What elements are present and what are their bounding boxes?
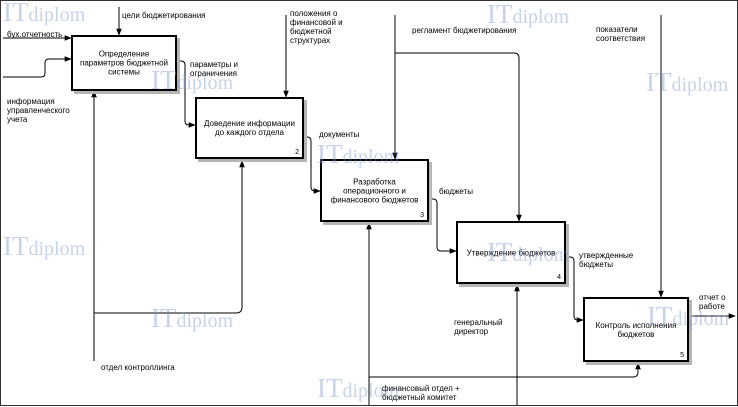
- label-buh-otchetnost: бух.отчетность: [7, 30, 63, 39]
- activity-box-3: Разработка операционного и финансового б…: [320, 159, 429, 222]
- label-reglament: регламент бюджетирования: [412, 26, 517, 35]
- label-finotdel: финансовый отдел + бюджетный комитет: [382, 384, 460, 402]
- label-parametry: параметры и ограничения: [190, 60, 238, 78]
- label-otchet: отчет о работе: [699, 293, 726, 311]
- activity-number: 2: [295, 149, 299, 156]
- activity-label: Доведение информации до каждого отдела: [204, 119, 295, 137]
- arrow-reglament-to-box4: [395, 52, 522, 222]
- activity-box-4: Утверждение бюджетов 4: [456, 221, 566, 284]
- label-info-upr-ucheta: информация управленческого учета: [7, 97, 70, 124]
- activity-label: Разработка операционного и финансового б…: [330, 177, 419, 204]
- activity-label: Контроль исполнения бюджетов: [595, 320, 677, 339]
- label-pokazateli: показатели соответствия: [596, 25, 646, 43]
- label-utverzhdennye: утвержденные бюджеты: [579, 251, 634, 269]
- activity-box-5: Контроль исполнения бюджетов 5: [583, 297, 689, 362]
- activity-number: 4: [557, 274, 561, 281]
- activity-label: Определение параметров бюджетной системы: [79, 49, 168, 77]
- arrow-budzhety: [429, 198, 457, 254]
- activity-box-2: Доведение информации до каждого отдела 2: [195, 97, 304, 159]
- label-polozhenia: положения о финансовой и бюджетной струк…: [290, 9, 343, 45]
- activity-number: 5: [680, 352, 684, 359]
- activity-label: Утверждение бюджетов: [466, 248, 556, 257]
- label-gendir: генеральный директор: [454, 318, 503, 336]
- label-otdel-kontrollinga: отдел контроллинга: [101, 363, 175, 372]
- arrow-dokumenty: [304, 136, 321, 194]
- label-dokumenty: документы: [319, 130, 360, 139]
- label-budzhety: бюджеты: [439, 187, 474, 196]
- arrow-finotdel-box5: [369, 362, 641, 378]
- arrow-otdel-kontrollinga-box2: [94, 160, 245, 314]
- arrow-parametry: [176, 60, 196, 128]
- activity-box-1: Определение параметров бюджетной системы: [71, 35, 177, 91]
- label-tseli: цели бюджетирования: [122, 11, 206, 20]
- arrow-utverzhdennye: [566, 256, 584, 323]
- arrow-info-upr-ucheta: [3, 56, 72, 78]
- activity-number: 3: [420, 212, 424, 219]
